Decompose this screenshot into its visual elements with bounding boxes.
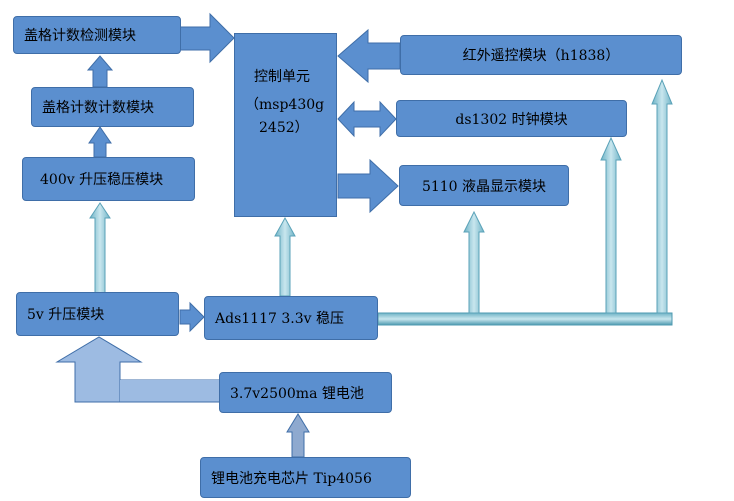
geiger-count-module: 盖格计数计数模块 (31, 87, 194, 127)
control-unit-mcu: （msp430g (245, 97, 325, 113)
geiger-detect-module: 盖格计数检测模块 (13, 16, 181, 54)
geiger-count-label: 盖格计数计数模块 (42, 100, 154, 116)
arrow-ldo-to-control (274, 216, 296, 297)
charger-module: 锂电池充电芯片 Tip4056 (200, 457, 411, 498)
battery-label: 3.7v2500ma 锂电池 (230, 385, 364, 402)
arrow-detect-to-control (179, 12, 235, 64)
boost-5v-label: 5v 升压模块 (27, 307, 105, 323)
rtc-module: ds1302 时钟模块 (396, 100, 627, 137)
control-unit: 控制单元 （msp430g 2452） (234, 33, 337, 217)
arrow-control-to-display (337, 158, 399, 214)
control-unit-title: 控制单元 (254, 69, 310, 85)
rtc-label: ds1302 时钟模块 (455, 111, 568, 128)
arrow-5v-to-ldo (179, 301, 205, 333)
display-label: 5110 液晶显示模块 (421, 178, 547, 195)
display-module: 5110 液晶显示模块 (399, 165, 569, 206)
arrow-count-to-detect (86, 55, 114, 88)
boost-5v-module: 5v 升压模块 (16, 292, 179, 336)
charger-label: 锂电池充电芯片 Tip4056 (211, 470, 372, 487)
arrow-charger-to-battery (286, 413, 310, 458)
arrow-bus-to-display (463, 210, 485, 314)
boost-400v-label: 400v 升压稳压模块 (40, 172, 164, 188)
arrow-5v-to-400v (89, 202, 111, 294)
geiger-detect-label: 盖格计数检测模块 (24, 28, 136, 44)
battery-module: 3.7v2500ma 锂电池 (219, 372, 392, 413)
arrow-bus-to-ir (651, 78, 673, 314)
ldo-module: Ads1117 3.3v 稳压 (204, 296, 378, 340)
ir-remote-module: 红外遥控模块（h1838） (400, 35, 682, 75)
arrow-control-rtc (337, 100, 397, 138)
ldo-label: Ads1117 3.3v 稳压 (215, 311, 344, 327)
control-unit-mcu-suffix: 2452） (259, 120, 309, 136)
ir-remote-label: 红外遥控模块（h1838） (462, 48, 620, 64)
arrow-bus-to-rtc (600, 136, 622, 314)
boost-400v-module: 400v 升压稳压模块 (22, 157, 195, 201)
arrow-ir-to-control (337, 28, 401, 84)
arrow-400v-to-count (88, 126, 112, 158)
power-bus (377, 312, 673, 326)
